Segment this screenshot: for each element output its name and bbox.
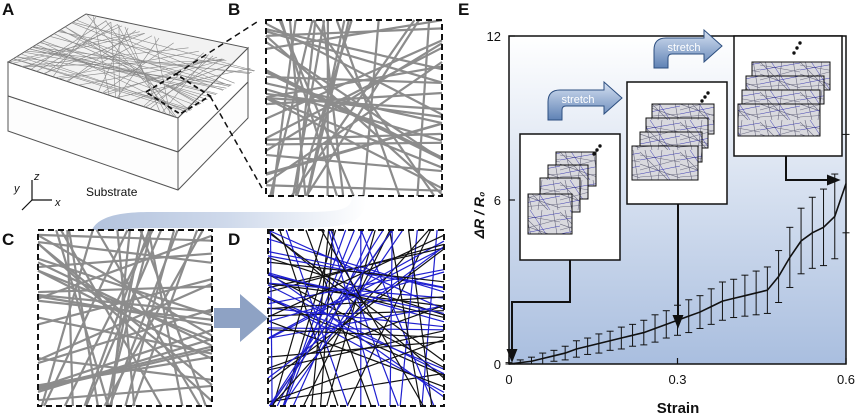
panel-b-mesh	[265, 19, 443, 197]
axis-y-label: y	[13, 183, 21, 195]
panel-letter-c: C	[2, 230, 15, 249]
panel-letter-a: A	[2, 0, 15, 19]
inset-2	[626, 81, 728, 205]
panel-d-mesh	[267, 229, 445, 407]
panel-letter-b: B	[228, 0, 241, 19]
stretch-arrow-1: stretch	[547, 80, 623, 121]
axis-triad	[21, 180, 52, 211]
panel-letter-e: E	[458, 0, 470, 19]
stretch-label-1: stretch	[561, 94, 594, 106]
inset-pointers	[506, 156, 841, 363]
axis-x-label: x	[54, 197, 61, 209]
c-to-d-arrow	[214, 294, 268, 342]
x-axis-label: Strain	[657, 400, 700, 417]
substrate-label: Substrate	[86, 185, 138, 199]
stretch-label-2: stretch	[667, 42, 700, 54]
inset-1	[519, 133, 621, 261]
x-tick-label: 0.6	[837, 372, 855, 387]
y-tick-label: 12	[487, 29, 501, 44]
panel-letter-d: D	[228, 230, 241, 249]
y-tick-label: 6	[494, 193, 501, 208]
inset-3	[733, 35, 843, 157]
panel-c-mesh	[37, 229, 213, 407]
chart-e: 0 6 12 0 0.3 0.6 ΔR / R₀ Strain	[471, 28, 855, 417]
y-axis-label: ΔR / R₀	[471, 191, 487, 239]
x-tick-label: 0.3	[668, 372, 686, 387]
x-tick-label: 0	[505, 372, 512, 387]
y-tick-label: 0	[494, 357, 501, 372]
stretch-arrow-2: stretch	[653, 28, 723, 69]
axis-z-label: z	[33, 171, 40, 183]
panel-connector-ribbon	[90, 196, 366, 240]
panel-a-substrate	[6, 13, 263, 191]
